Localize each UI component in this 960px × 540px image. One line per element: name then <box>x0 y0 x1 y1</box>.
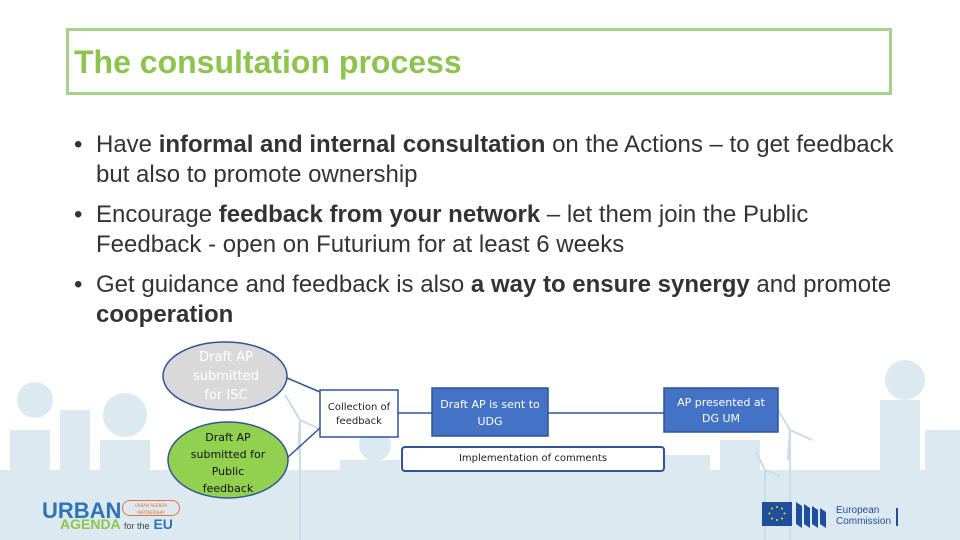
connector-line <box>286 377 321 393</box>
bullet-item: • Encourage feedback from your network –… <box>74 201 809 258</box>
implementation-label: Implementation of comments <box>458 453 608 464</box>
partnership-tag: URBAN AGENDA PARTNERSHIP <box>122 500 180 516</box>
implementation-bar <box>401 446 665 472</box>
presented-box <box>663 387 779 433</box>
collection-label: Collection of feedback <box>327 402 391 427</box>
draft-isc-ellipse <box>162 341 288 411</box>
bullet-item: • Have informal and internal consultatio… <box>74 131 894 188</box>
agenda-logo-text: AGENDA for the EU <box>60 516 173 532</box>
draft-public-ellipse <box>167 421 289 499</box>
title-frame <box>66 28 892 95</box>
udg-box <box>431 387 549 437</box>
bullet-item: • Get guidance and feedback is also a wa… <box>74 271 892 328</box>
draft-isc-label: Draft AP submitted for ISC <box>193 350 259 403</box>
connector-line <box>286 427 321 459</box>
collection-box <box>319 389 399 438</box>
udg-label: Draft AP is sent to UDG <box>440 398 540 428</box>
urban-logo-text: URBAN <box>42 498 122 523</box>
bullet-list: • Have informal and internal consultatio… <box>74 130 894 340</box>
european-commission-logo <box>762 502 898 528</box>
ec-logo-text: European Commission <box>836 505 892 527</box>
presented-label: AP presented at DG UM <box>677 396 765 425</box>
page-title: The consultation process <box>74 44 462 80</box>
draft-public-label: Draft AP submitted for Public feedback <box>190 431 266 495</box>
